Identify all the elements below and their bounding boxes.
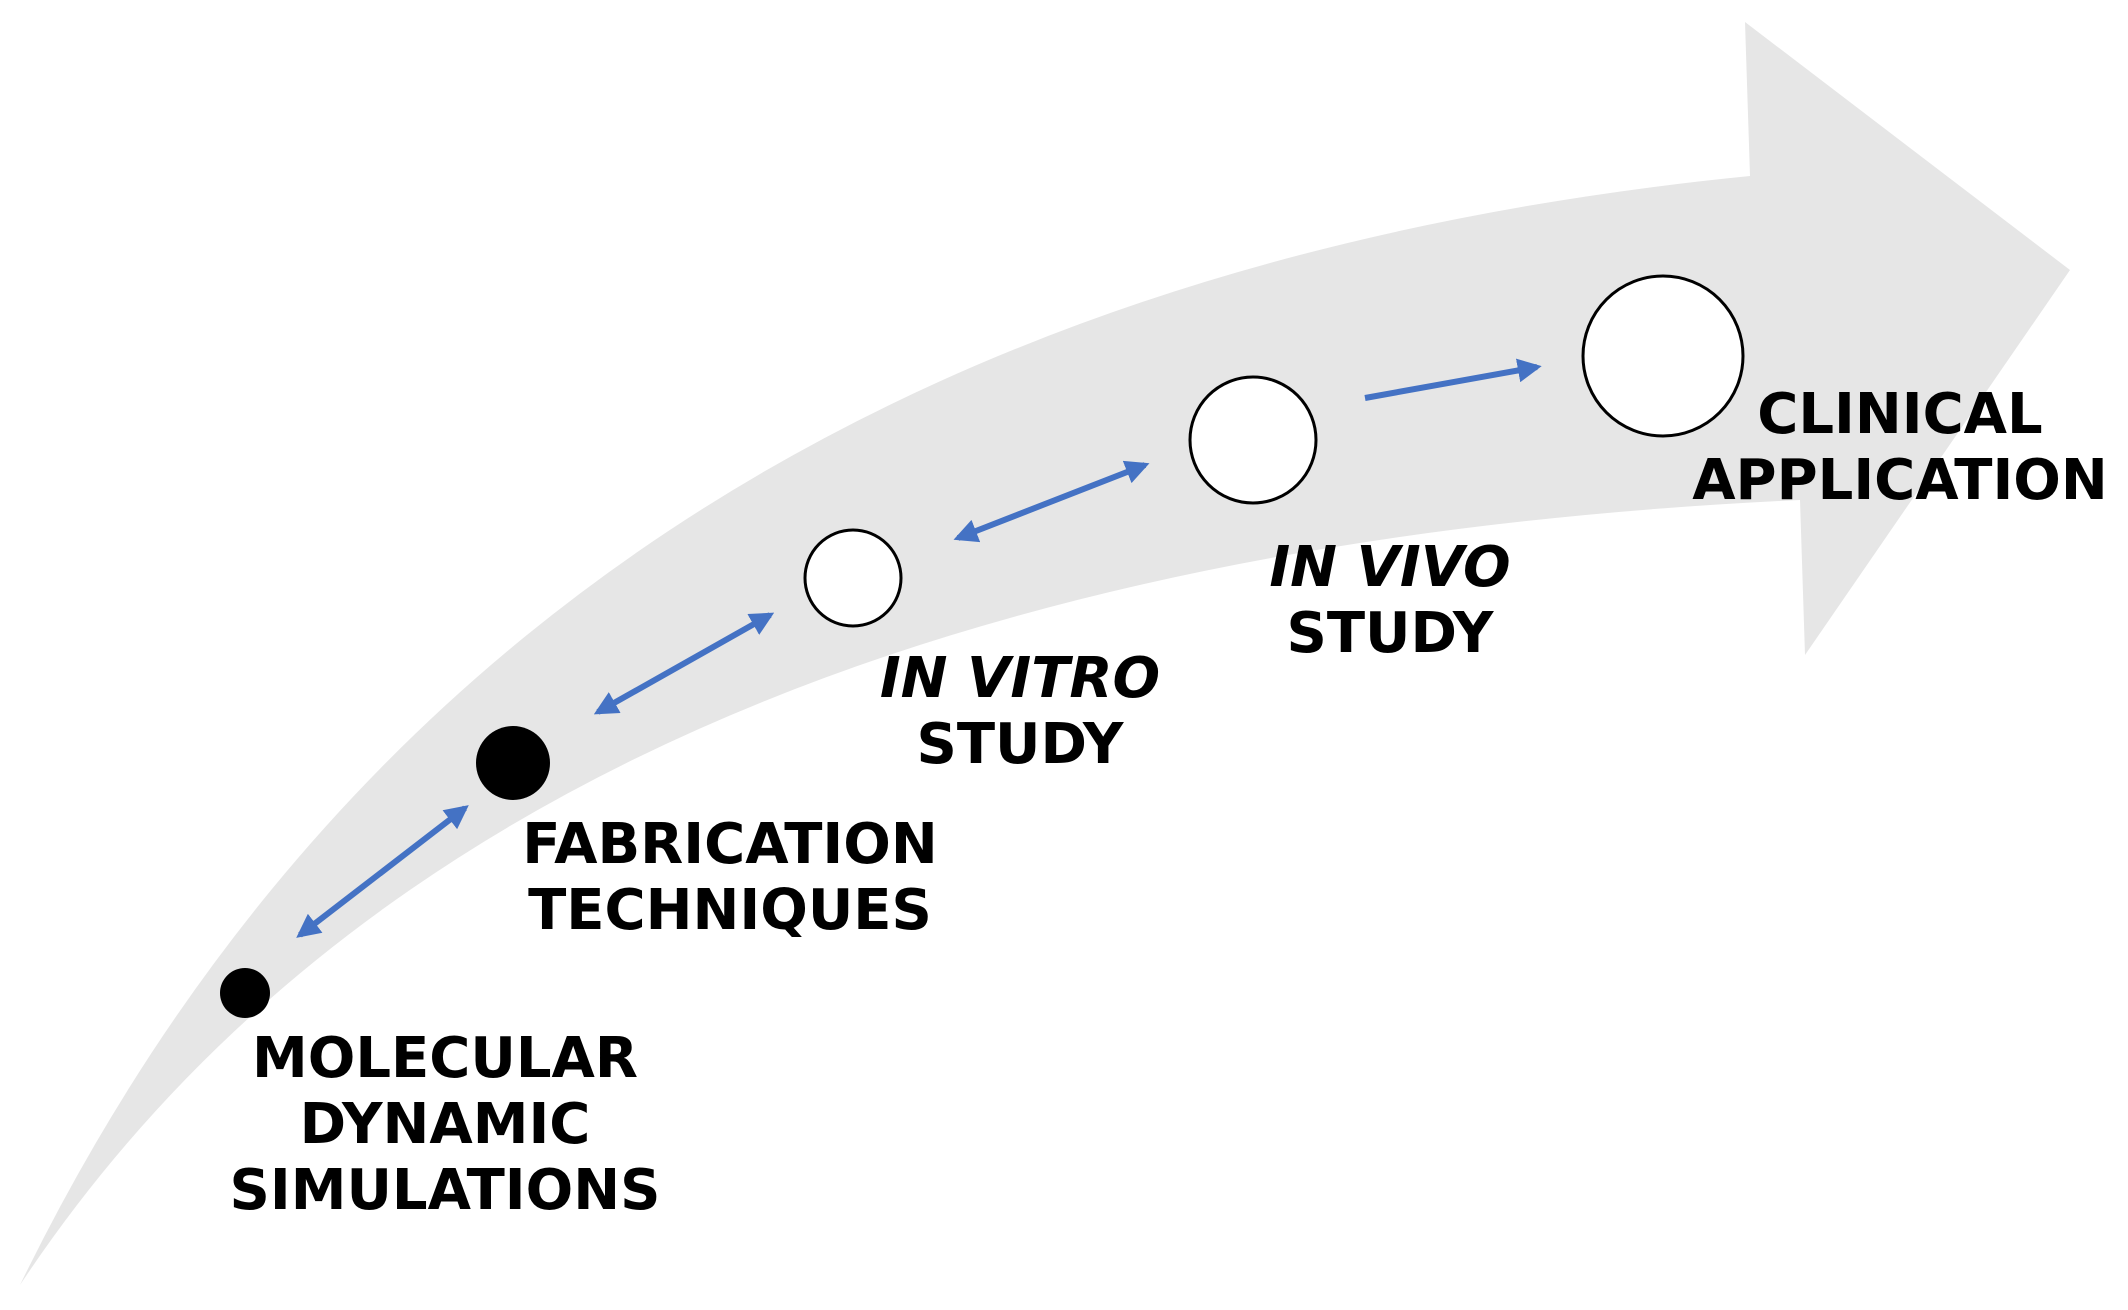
label-line: TECHNIQUES [528, 878, 932, 943]
label-line: IN VITRO [879, 646, 1161, 711]
label-line: CLINICAL [1757, 382, 2043, 447]
node-fabrication [476, 726, 550, 800]
label-molecular-dynamic: MOLECULAR DYNAMIC SIMULATIONS [220, 1026, 670, 1224]
curved-progress-arrow [20, 22, 2070, 1285]
connector-vivo-clinical [1364, 358, 1542, 401]
label-line: STUDY [1286, 601, 1494, 666]
connector-md-fab [296, 805, 469, 938]
label-line: IN VIVO [1269, 535, 1511, 600]
connector-fab-vitro [593, 612, 775, 715]
connector-vitro-vivo [953, 460, 1150, 543]
label-in-vitro: IN VITRO STUDY [820, 646, 1220, 778]
label-line: FABRICATION [522, 812, 938, 877]
label-in-vivo: IN VIVO STUDY [1200, 535, 1580, 667]
node-in-vitro [803, 528, 903, 628]
label-line: DYNAMIC [299, 1092, 591, 1157]
label-line: APPLICATION [1692, 448, 2108, 513]
label-line: STUDY [916, 712, 1124, 777]
label-fabrication: FABRICATION TECHNIQUES [505, 812, 955, 944]
node-molecular-dynamic [220, 968, 270, 1018]
node-in-vivo [1188, 375, 1318, 505]
label-line: SIMULATIONS [229, 1158, 661, 1223]
node-clinical [1581, 274, 1745, 438]
label-clinical: CLINICAL APPLICATION [1680, 382, 2120, 514]
label-line: MOLECULAR [252, 1026, 638, 1091]
